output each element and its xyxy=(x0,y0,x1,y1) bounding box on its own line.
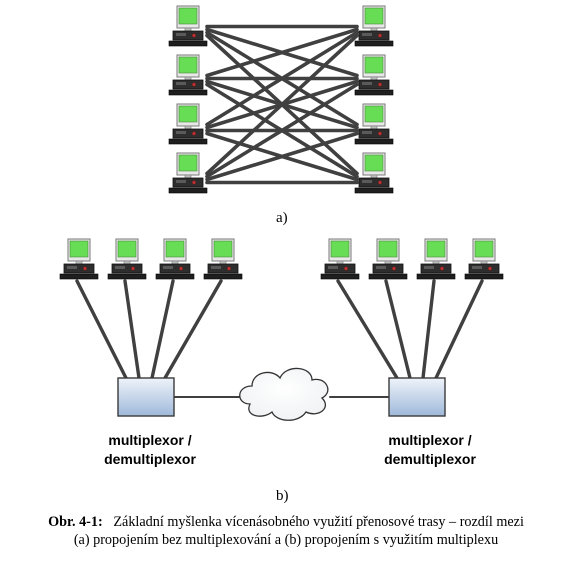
mux-label-right: multiplexor / demultiplexor xyxy=(340,431,520,469)
computer-icon xyxy=(354,152,394,194)
computer-icon xyxy=(464,238,504,280)
mux-cable xyxy=(123,279,141,380)
computer-icon xyxy=(354,5,394,47)
mux-label-left-line1: multiplexor / xyxy=(108,432,192,448)
mux-cable xyxy=(434,279,484,380)
computer-icon xyxy=(59,238,99,280)
mux-cables xyxy=(75,279,484,398)
figure-caption: Obr. 4-1: Základní myšlenka vícenásobnéh… xyxy=(0,513,572,549)
computer-icon xyxy=(168,54,208,96)
computer-icon xyxy=(320,238,360,280)
mux-label-left: multiplexor / demultiplexor xyxy=(60,431,240,469)
mux-box xyxy=(388,377,446,417)
mux-label-right-line2: demultiplexor xyxy=(384,451,476,467)
mesh-cable xyxy=(205,30,359,127)
mux-cable xyxy=(421,279,436,380)
part-b-label: b) xyxy=(276,488,289,504)
computer-icon xyxy=(368,238,408,280)
mesh-cable xyxy=(205,27,359,78)
caption-text-1: Základní myšlenka vícenásobného využití … xyxy=(113,514,524,530)
mux-label-right-line1: multiplexor / xyxy=(388,432,472,448)
mesh-cable xyxy=(205,131,359,182)
computer-icon xyxy=(107,238,147,280)
mux-label-left-line2: demultiplexor xyxy=(104,451,196,467)
mux-cable xyxy=(75,279,128,380)
caption-line2: (a) propojením bez multiplexování a (b) … xyxy=(73,532,499,548)
mux-cable xyxy=(384,279,412,380)
computer-icon xyxy=(354,54,394,96)
mesh-cables xyxy=(205,24,359,185)
mux-cable xyxy=(150,279,175,380)
computer-icon xyxy=(155,238,195,280)
mux-cable xyxy=(336,279,399,380)
computers xyxy=(59,5,504,280)
mux-cable xyxy=(163,279,223,380)
computer-icon xyxy=(168,5,208,47)
computer-icon xyxy=(203,238,243,280)
computer-icon xyxy=(168,103,208,145)
mux-box xyxy=(117,377,175,417)
computer-icon xyxy=(168,152,208,194)
mesh-cable xyxy=(205,33,359,176)
cloud-shape xyxy=(239,367,329,421)
computer-icon xyxy=(354,103,394,145)
part-a-label: a) xyxy=(276,210,288,226)
cloud-icon xyxy=(239,367,329,421)
mux-boxes xyxy=(117,377,446,417)
caption-label: Obr. 4-1: xyxy=(48,514,103,530)
computer-icon xyxy=(416,238,456,280)
caption-line1: Obr. 4-1: Základní myšlenka vícenásobnéh… xyxy=(0,513,572,531)
mesh-cable xyxy=(205,82,359,179)
